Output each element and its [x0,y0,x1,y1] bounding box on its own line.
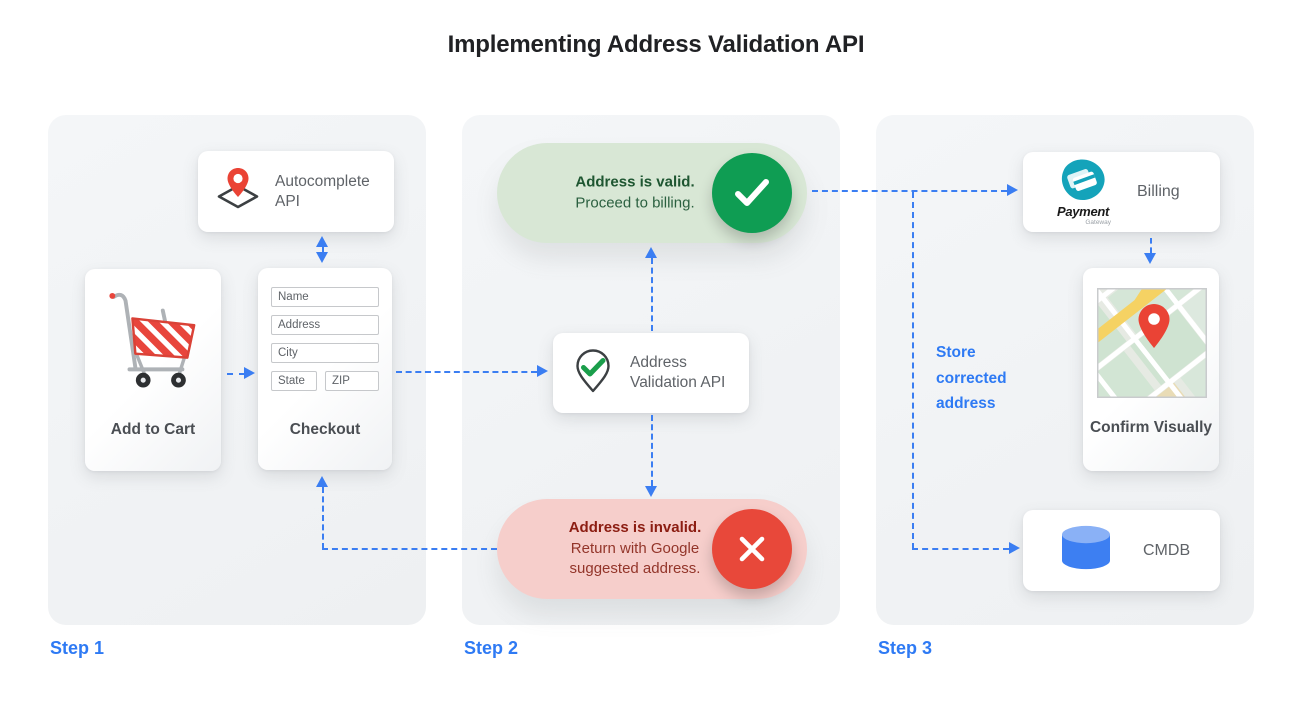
add-to-cart-card: Add to Cart [85,269,221,471]
address-input[interactable] [271,315,379,335]
double-arrow-stem [321,245,324,253]
arrow-validation-to-invalid [651,415,653,486]
arrowhead-validation-to-valid [645,247,657,258]
address-valid-title: Address is valid. [575,173,695,191]
address-invalid-title: Address is invalid. [568,518,702,536]
arrowhead-validation-to-invalid [645,486,657,497]
map-pin-diamond-icon [214,165,262,218]
arrow-valid-to-billing [812,190,1007,192]
arrow-store-address-vertical [912,192,914,549]
cmdb-label: CMDB [1143,541,1191,559]
name-input[interactable] [271,287,379,307]
address-validation-api-label: Address Validation API [630,354,726,391]
arrow-validation-to-valid [651,258,653,331]
arrow-invalid-to-checkout-horizontal [322,548,497,550]
arrowhead-checkout-to-autocomplete [316,236,328,247]
billing-card: Payment Gateway Billing [1023,152,1220,232]
x-circle-icon [712,509,792,589]
store-corrected-address-note: Store corrected address [936,344,1007,413]
address-invalid-subtitle: Return with Google suggested address. [569,539,701,578]
payment-gateway-logo: Payment Gateway [1049,158,1117,226]
check-circle-icon [712,153,792,233]
pin-check-icon [569,347,617,400]
arrow-billing-to-confirm [1150,238,1152,253]
arrowhead-checkout-to-validation [537,365,548,377]
arrow-cart-to-checkout [227,373,245,375]
zip-input[interactable] [325,371,379,391]
arrowhead-billing-to-confirm [1144,253,1156,264]
add-to-cart-label: Add to Cart [110,421,196,438]
map-thumbnail [1097,288,1207,398]
address-valid-subtitle: Proceed to billing. [575,194,695,211]
address-invalid-pill: Address is invalid. Return with Google s… [497,499,807,599]
confirm-visually-label: Confirm Visually [1089,419,1213,436]
step1-label: Step 1 [50,638,105,658]
autocomplete-api-card: Autocomplete API [198,151,394,232]
shopping-cart-icon [104,285,202,398]
checkout-card: Checkout [258,268,392,470]
payment-logo-title: Payment [1056,203,1110,219]
arrow-store-address-horizontal [912,548,1009,550]
arrow-checkout-to-validation [396,371,537,373]
step3-label: Step 3 [878,638,933,658]
confirm-visually-card: Confirm Visually [1083,268,1219,471]
arrowhead-valid-to-billing [1007,184,1018,196]
database-icon [1059,524,1113,577]
arrowhead-invalid-to-checkout [316,476,328,487]
address-validation-api-card: Address Validation API [553,333,749,413]
arrowhead-autocomplete-to-checkout [316,252,328,263]
autocomplete-api-label: Autocomplete API [275,172,370,210]
payment-logo-subtitle: Gateway [1085,218,1111,226]
address-valid-text: Address is valid. Proceed to billing. [555,172,715,213]
checkout-label: Checkout [289,421,361,438]
cmdb-card: CMDB [1023,510,1220,591]
state-input[interactable] [271,371,317,391]
address-valid-pill: Address is valid. Proceed to billing. [497,143,807,243]
city-input[interactable] [271,343,379,363]
address-invalid-text: Address is invalid. Return with Google s… [555,518,715,580]
arrowhead-store-address-to-cmdb [1009,542,1020,554]
billing-label: Billing [1137,183,1180,200]
arrow-invalid-to-checkout-vertical [322,487,324,549]
page-title: Implementing Address Validation API [447,31,865,58]
arrowhead-cart-to-checkout [244,367,255,379]
step2-label: Step 2 [464,638,519,658]
